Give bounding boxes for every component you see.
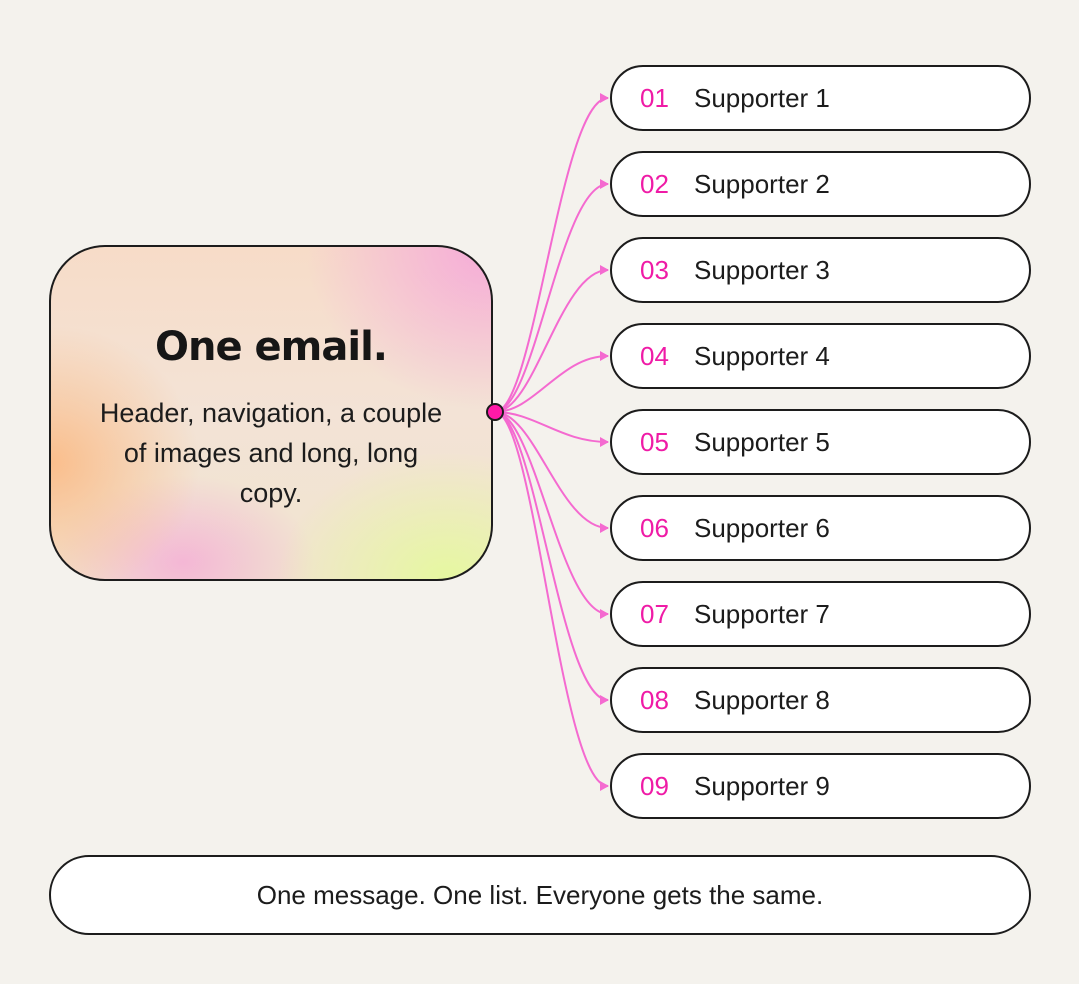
source-email-card: One email. Header, navigation, a couple … (49, 245, 493, 581)
connector-line (494, 183, 609, 413)
supporter-name: Supporter 4 (694, 340, 830, 371)
arrowhead-icon (600, 695, 609, 705)
arrowhead-icon (600, 437, 609, 447)
connector-line (494, 411, 609, 701)
supporter-number: 09 (640, 770, 669, 801)
connector-line (494, 411, 609, 615)
supporter-name: Supporter 7 (694, 598, 830, 629)
supporter-name: Supporter 5 (694, 426, 830, 457)
supporter-item: 09 Supporter 9 (610, 753, 1031, 819)
supporter-number: 01 (640, 82, 669, 113)
supporter-name: Supporter 2 (694, 168, 830, 199)
arrowhead-icon (600, 351, 609, 361)
source-description: Header, navigation, a couple of images a… (99, 398, 443, 508)
supporter-number: 08 (640, 684, 669, 715)
supporter-number: 02 (640, 168, 669, 199)
supporter-name: Supporter 1 (694, 82, 830, 113)
arrowhead-icon (600, 265, 609, 275)
supporter-item: 06 Supporter 6 (610, 495, 1031, 561)
supporter-item: 03 Supporter 3 (610, 237, 1031, 303)
supporter-item: 04 Supporter 4 (610, 323, 1031, 389)
source-title: One email. (155, 324, 388, 370)
supporter-name: Supporter 3 (694, 254, 830, 285)
supporter-name: Supporter 9 (694, 770, 830, 801)
supporter-name: Supporter 8 (694, 684, 830, 715)
arrowhead-icon (600, 523, 609, 533)
supporter-number: 03 (640, 254, 669, 285)
connector-line (494, 411, 609, 443)
arrowhead-icon (600, 179, 609, 189)
footer-caption: One message. One list. Everyone gets the… (49, 855, 1031, 935)
connector-line (494, 411, 609, 529)
arrowhead-icon (600, 609, 609, 619)
connector-line (494, 355, 609, 413)
supporter-item: 07 Supporter 7 (610, 581, 1031, 647)
connector-line (494, 97, 609, 413)
supporter-item: 08 Supporter 8 (610, 667, 1031, 733)
connector-line (494, 411, 609, 787)
supporter-number: 04 (640, 340, 669, 371)
supporter-item: 05 Supporter 5 (610, 409, 1031, 475)
source-node-dot (486, 403, 504, 421)
arrowhead-icon (600, 93, 609, 103)
supporter-item: 02 Supporter 2 (610, 151, 1031, 217)
supporter-number: 06 (640, 512, 669, 543)
supporter-number: 05 (640, 426, 669, 457)
arrowhead-icon (600, 781, 609, 791)
connector-line (494, 269, 609, 413)
supporter-item: 01 Supporter 1 (610, 65, 1031, 131)
supporter-name: Supporter 6 (694, 512, 830, 543)
supporter-number: 07 (640, 598, 669, 629)
